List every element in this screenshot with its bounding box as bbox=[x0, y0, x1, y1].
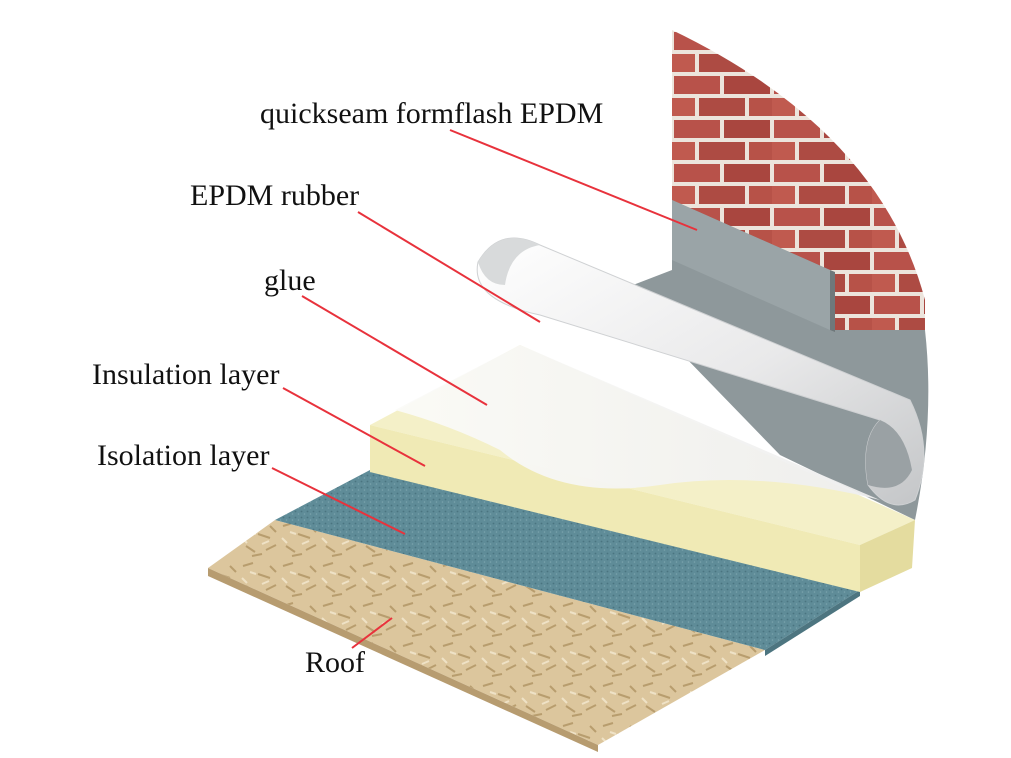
leader-isolation bbox=[271, 467, 406, 535]
label-epdm-rubber: EPDM rubber bbox=[190, 179, 360, 212]
epdm-sheet bbox=[395, 345, 880, 500]
leader-insulation bbox=[282, 387, 426, 467]
label-isolation-layer: Isolation layer bbox=[97, 439, 270, 472]
leader-flashing bbox=[449, 129, 698, 231]
leader-epdm-rubber bbox=[357, 211, 541, 323]
leader-roof bbox=[351, 617, 393, 649]
label-glue: glue bbox=[264, 264, 316, 297]
label-flashing: quickseam formflash EPDM bbox=[260, 97, 604, 130]
label-roof: Roof bbox=[305, 646, 365, 679]
label-insulation-layer: Insulation layer bbox=[92, 358, 280, 391]
roof-deck bbox=[208, 520, 765, 752]
isolation-layer bbox=[275, 470, 860, 656]
epdm-roll bbox=[476, 237, 925, 506]
leader-lines bbox=[271, 129, 698, 649]
leader-glue bbox=[301, 295, 488, 406]
